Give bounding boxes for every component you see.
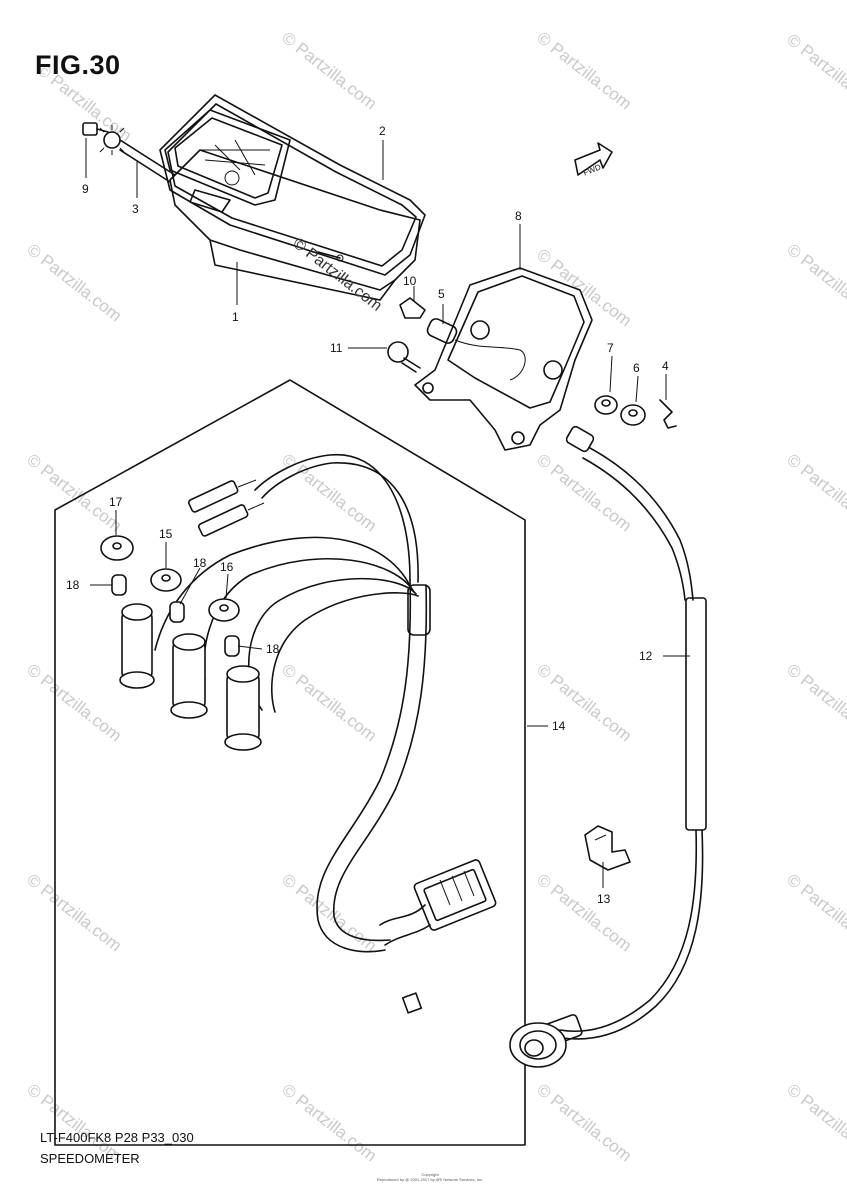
callout-17: 17 xyxy=(109,495,123,509)
svg-text:FWD: FWD xyxy=(582,162,602,177)
fwd-arrow-icon: FWD xyxy=(574,142,613,178)
model-code: LT-F400FK8 P28 P33_030 xyxy=(40,1130,194,1145)
copyright-line: Copyright xyxy=(421,1172,439,1177)
callout-10: 10 xyxy=(403,274,417,288)
copyright-line: Reproduced by @ 2001-2017 by ARI Network… xyxy=(376,1177,484,1182)
callout-4: 4 xyxy=(662,359,669,373)
callout-12: 12 xyxy=(639,649,653,663)
leader-lines xyxy=(85,138,690,888)
callout-6: 6 xyxy=(633,361,640,375)
callout-14: 14 xyxy=(552,719,566,733)
callout-15: 15 xyxy=(159,527,173,541)
washers-and-clip xyxy=(594,395,677,429)
harness-group-outline xyxy=(54,379,526,1146)
speedometer-assembly xyxy=(82,94,426,301)
figure-name: SPEEDOMETER xyxy=(40,1151,140,1166)
callout-7: 7 xyxy=(607,341,614,355)
callout-2: 2 xyxy=(379,124,386,138)
callout-labels: 1 2 3 4 5 6 7 8 9 10 11 12 13 14 15 16 1… xyxy=(66,124,669,906)
callout-11: 11 xyxy=(330,341,343,355)
callout-18: 18 xyxy=(193,556,207,570)
callout-3: 3 xyxy=(132,202,139,216)
callout-18: 18 xyxy=(266,642,280,656)
wire-harness xyxy=(100,453,497,953)
callout-13: 13 xyxy=(597,892,611,906)
cable-clamp xyxy=(584,825,631,871)
bracket-assembly xyxy=(387,267,593,451)
callout-18: 18 xyxy=(66,578,80,592)
speedometer-cable xyxy=(401,425,707,1068)
callout-16: 16 xyxy=(220,560,234,574)
callout-8: 8 xyxy=(515,209,522,223)
callout-5: 5 xyxy=(438,287,445,301)
callout-1: 1 xyxy=(232,310,239,324)
figure-title: FIG.30 xyxy=(35,50,121,80)
callout-9: 9 xyxy=(82,182,89,196)
copyright-notice: Copyright Reproduced by @ 2001-2017 by A… xyxy=(340,1172,520,1182)
